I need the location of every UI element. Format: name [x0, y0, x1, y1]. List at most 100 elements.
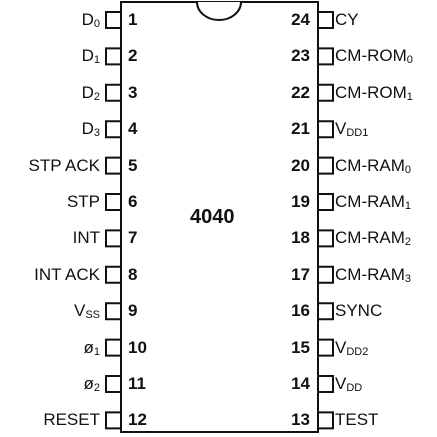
pin-11-name-subscript: 2 — [93, 382, 100, 394]
pin-16-name-text: SYNC — [335, 301, 383, 321]
pin-12-number: 12 — [128, 410, 147, 430]
pin-21-name-text: V — [335, 119, 347, 139]
pin-21-lead — [318, 120, 334, 139]
pin-14-number: 14 — [291, 374, 310, 393]
pin-4-name-text: D — [81, 119, 94, 139]
pin-18-name: CM-RAM2 — [335, 228, 411, 248]
pin-16-name: SYNC — [335, 301, 382, 321]
pin-15-name-text: V — [335, 337, 347, 357]
pin-2-number: 2 — [128, 46, 138, 66]
pin-1-name-text: D — [81, 10, 94, 29]
pin-9-name-text: V — [73, 301, 86, 321]
pin-5-name: STP ACK — [29, 156, 101, 176]
pin-2-name-subscript: 1 — [93, 54, 100, 67]
pin-10-number: 10 — [128, 337, 147, 357]
pin-21-number: 21 — [291, 119, 310, 139]
pin-9-lead — [105, 302, 121, 321]
pin-22-name-subscript: 1 — [406, 90, 413, 103]
pin-10-name-text: ø — [83, 337, 94, 357]
pin-7-number: 7 — [128, 228, 138, 248]
pin-17-name: CM-RAM3 — [335, 265, 411, 285]
pin-23-name: CM-ROM0 — [335, 46, 413, 66]
pin-19-lead — [318, 193, 334, 211]
pin-8-name: INT ACK — [34, 265, 100, 285]
pin-20-name-text: CM-RAM — [335, 155, 405, 175]
pin-2-name-text: D — [81, 46, 94, 66]
pin-4-name: D3 — [82, 119, 100, 139]
pin-6-name-text: STP — [66, 192, 100, 211]
pin-22-lead — [318, 83, 334, 102]
pin-17-name-text: CM-RAM — [335, 264, 405, 284]
pin-14-name-text: V — [335, 374, 347, 393]
pin-13-name: TEST — [335, 410, 378, 430]
pin-19-name: CM-RAM1 — [335, 192, 411, 212]
pin-18-name-text: CM-RAM — [335, 228, 405, 248]
pin-17-name-subscript: 3 — [404, 272, 412, 285]
pin-22-name: CM-ROM1 — [335, 83, 413, 103]
pin-20-name: CM-RAM0 — [335, 156, 411, 176]
pin-18-number: 18 — [291, 228, 310, 248]
pin-14-name: VDD — [335, 374, 362, 394]
pin-3-name-subscript: 2 — [93, 90, 100, 103]
pin-24-name: CY — [335, 10, 359, 30]
chip-notch — [196, 1, 242, 21]
pin-16-lead — [318, 302, 334, 321]
pin-24-number: 24 — [291, 10, 310, 29]
pin-4-lead — [105, 120, 121, 139]
pin-8-number: 8 — [128, 264, 138, 284]
pin-9-number: 9 — [128, 301, 138, 321]
pin-8-name-text: INT ACK — [34, 264, 100, 284]
pin-15-number: 15 — [291, 337, 310, 357]
pin-20-lead — [318, 156, 334, 175]
pin-1-lead — [105, 11, 121, 29]
pin-18-name-subscript: 2 — [404, 236, 412, 249]
pin-13-lead — [318, 411, 334, 430]
pin-3-name-text: D — [81, 82, 94, 102]
pin-6-number: 6 — [128, 192, 138, 211]
pin-13-name-text: TEST — [335, 410, 379, 430]
pin-12-lead — [105, 411, 121, 430]
pin-7-name-text: INT — [72, 228, 100, 248]
pin-15-lead — [318, 338, 334, 357]
pin-1-number: 1 — [128, 10, 138, 29]
pin-3-name: D2 — [82, 83, 100, 103]
pin-9-name-subscript: SS — [85, 309, 100, 322]
pin-4-number: 4 — [128, 119, 138, 139]
pin-24-lead — [318, 11, 334, 29]
pin-6-name: STP — [67, 192, 100, 212]
pin-8-lead — [105, 265, 121, 284]
pin-2-lead — [105, 47, 121, 66]
pin-16-number: 16 — [291, 301, 310, 321]
pin-12-name-text: RESET — [43, 410, 100, 430]
pin-11-lead — [105, 375, 121, 393]
pin-22-name-text: CM-ROM — [335, 82, 407, 102]
pin-1-name-subscript: 0 — [93, 18, 100, 30]
pin-13-number: 13 — [291, 410, 310, 430]
pin-19-name-subscript: 1 — [404, 200, 412, 212]
pin-11-number: 11 — [128, 374, 146, 393]
pin-19-name-text: CM-RAM — [335, 192, 405, 211]
pin-23-name-subscript: 0 — [406, 54, 413, 67]
pin-7-lead — [105, 229, 121, 248]
pin-5-name-text: STP ACK — [28, 155, 101, 175]
pin-4-name-subscript: 3 — [93, 127, 100, 140]
pin-11-name: ø2 — [83, 374, 100, 394]
pin-5-number: 5 — [128, 155, 138, 175]
pin-20-name-subscript: 0 — [404, 163, 412, 176]
pin-21-name: VDD1 — [335, 119, 368, 139]
pin-2-name: D1 — [82, 46, 100, 66]
pin-3-number: 3 — [128, 82, 138, 102]
pin-21-name-subscript: DD1 — [346, 127, 369, 140]
pin-10-name: ø1 — [83, 338, 100, 358]
pin-10-lead — [105, 338, 121, 357]
pin-23-lead — [318, 47, 334, 66]
pin-22-number: 22 — [291, 82, 310, 102]
pin-10-name-subscript: 1 — [93, 345, 100, 358]
pin-18-lead — [318, 229, 334, 248]
pin-17-lead — [318, 265, 334, 284]
pin-15-name-subscript: DD2 — [346, 345, 369, 358]
pin-17-number: 17 — [291, 264, 310, 284]
pin-9-name: VSS — [74, 301, 100, 321]
